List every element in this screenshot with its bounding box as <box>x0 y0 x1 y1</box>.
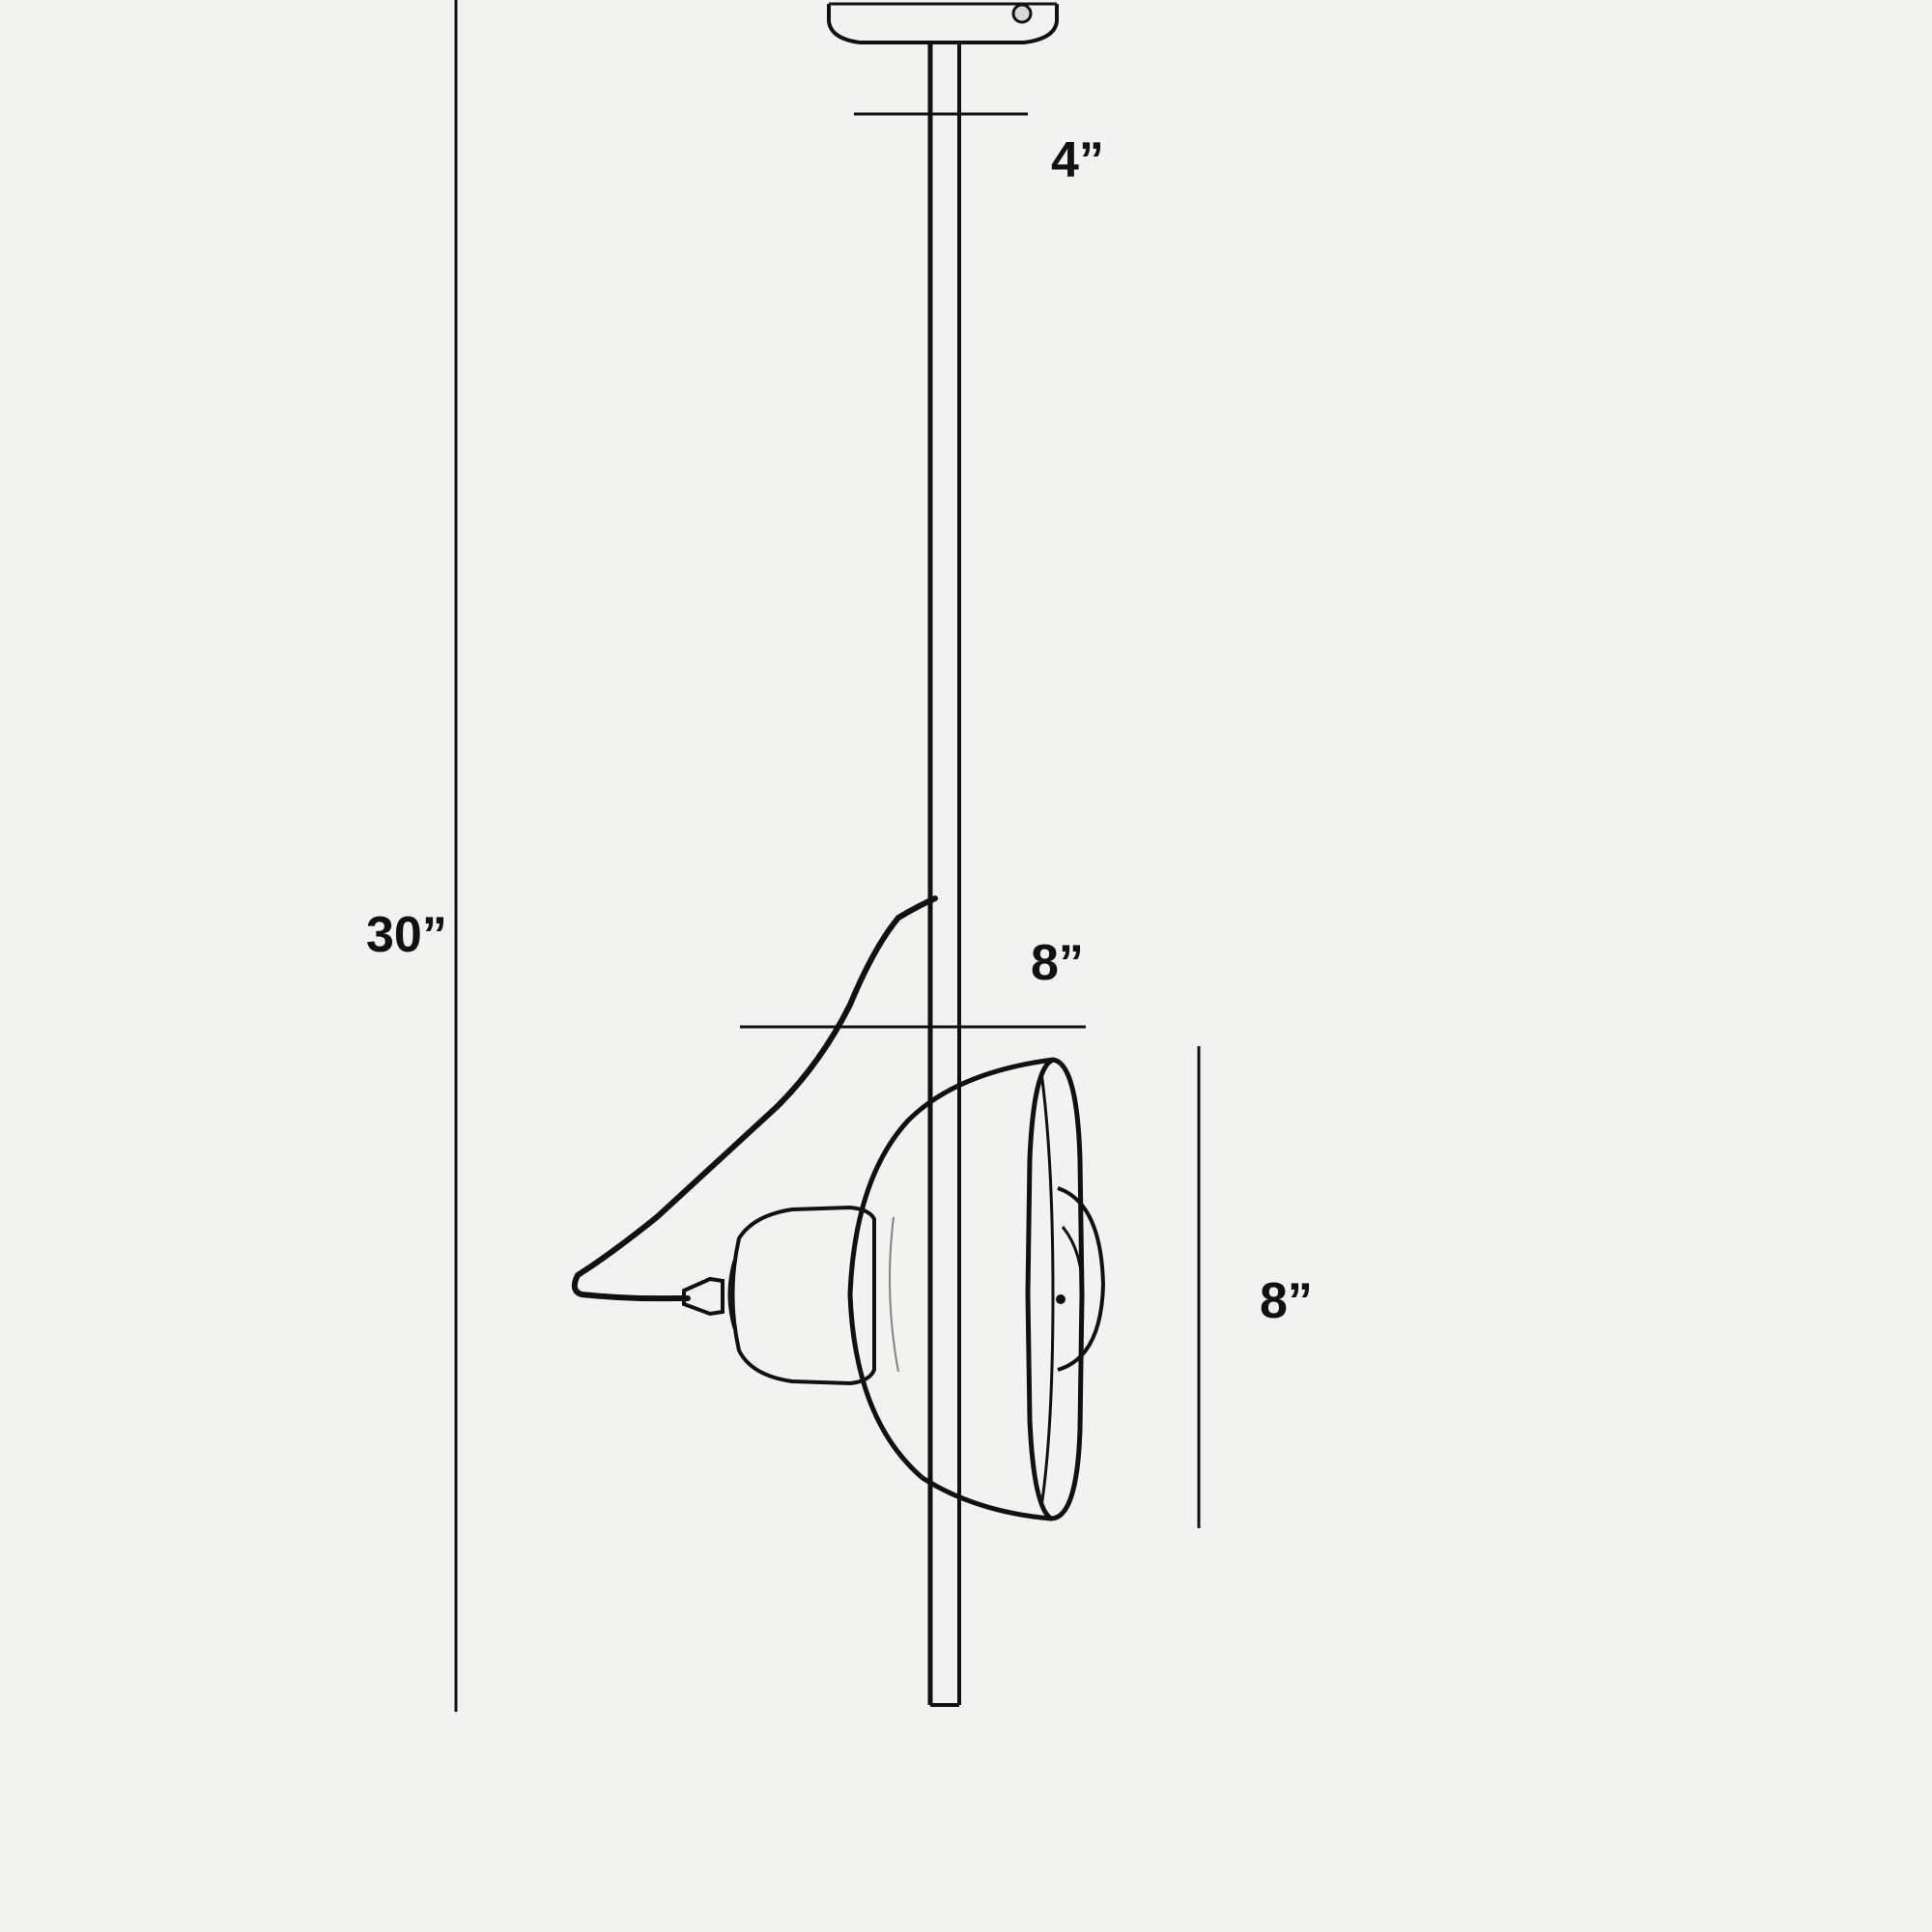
rod-length-label: 4” <box>1051 132 1104 188</box>
shade-width-label: 8” <box>1031 935 1084 991</box>
socket-cap <box>682 1276 724 1317</box>
downrod <box>927 41 961 1707</box>
light-bulb <box>1056 1186 1106 1372</box>
shade-height-label: 8” <box>1260 1273 1313 1329</box>
lamp-shade <box>847 1057 1085 1521</box>
ceiling-canopy <box>827 2 1059 44</box>
total-height-label: 30” <box>366 907 447 963</box>
canopy-screw-icon <box>1011 3 1033 24</box>
power-cord <box>571 895 938 1302</box>
